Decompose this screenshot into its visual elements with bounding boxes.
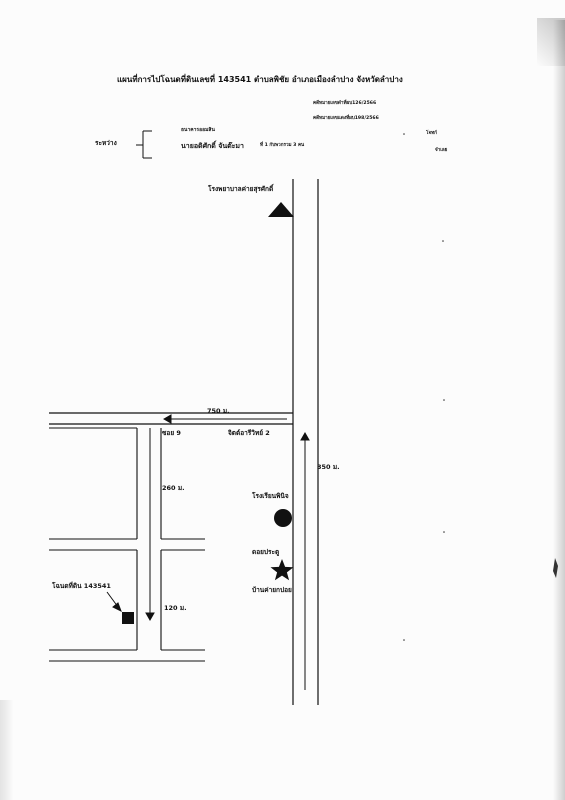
defendant-role: จำเลย xyxy=(435,148,448,153)
defendant-name: นายอดิศักดิ์ จันต๊ะมา xyxy=(181,142,244,150)
square-icon xyxy=(122,612,134,624)
case-number-red: คดีหมายเลขแดงที่ผบ198/2566 xyxy=(313,116,379,121)
between-label: ระหว่าง xyxy=(95,139,117,147)
school-label: โรงเรียนพินิจ xyxy=(252,492,289,500)
temple-label-line2: บ้านค่ายกปอย xyxy=(252,586,292,594)
circle-icon xyxy=(274,509,292,527)
triangle-icon xyxy=(268,202,294,217)
case-number-black: คดีหมายเลขดำที่ผบ126/2566 xyxy=(313,101,377,106)
soi-label: ซอย 9 xyxy=(162,429,181,437)
main-vertical-road xyxy=(292,179,319,705)
distance-260-label: 260 ม. xyxy=(162,484,185,492)
scan-marks xyxy=(403,133,558,641)
hospital-label: โรงพยาบาลค่ายสุรศักดิ์ xyxy=(208,185,274,193)
road-label: จิตต์อารีวิทย์ 2 xyxy=(228,429,270,437)
page-edge-shadow-left xyxy=(0,700,14,800)
plaintiff-name: ธนาคารออมสิน xyxy=(181,127,215,133)
page-corner-shadow xyxy=(537,18,565,66)
star-icon xyxy=(270,559,294,581)
map-title: แผนที่การไปโฉนดที่ดินเลขที่ 143541 ตำบลพ… xyxy=(117,75,403,84)
local-streets xyxy=(49,427,205,662)
temple-label-line1: ดอยประตู xyxy=(252,548,280,556)
distance-350-label: 350 ม. xyxy=(317,463,340,471)
distance-750-label: 750 ม. xyxy=(207,407,230,415)
page-edge-shadow-right xyxy=(553,20,565,800)
route-arrows xyxy=(106,414,310,690)
party-bracket xyxy=(136,130,152,159)
plaintiff-role: โจทก์ xyxy=(426,131,437,136)
distance-120-label: 120 ม. xyxy=(164,604,187,612)
west-road xyxy=(49,412,293,425)
defendant-extra: ที่ 1 กับพวกรวม 3 คน xyxy=(260,143,305,148)
deed-label: โฉนดที่ดิน 143541 xyxy=(52,582,111,590)
